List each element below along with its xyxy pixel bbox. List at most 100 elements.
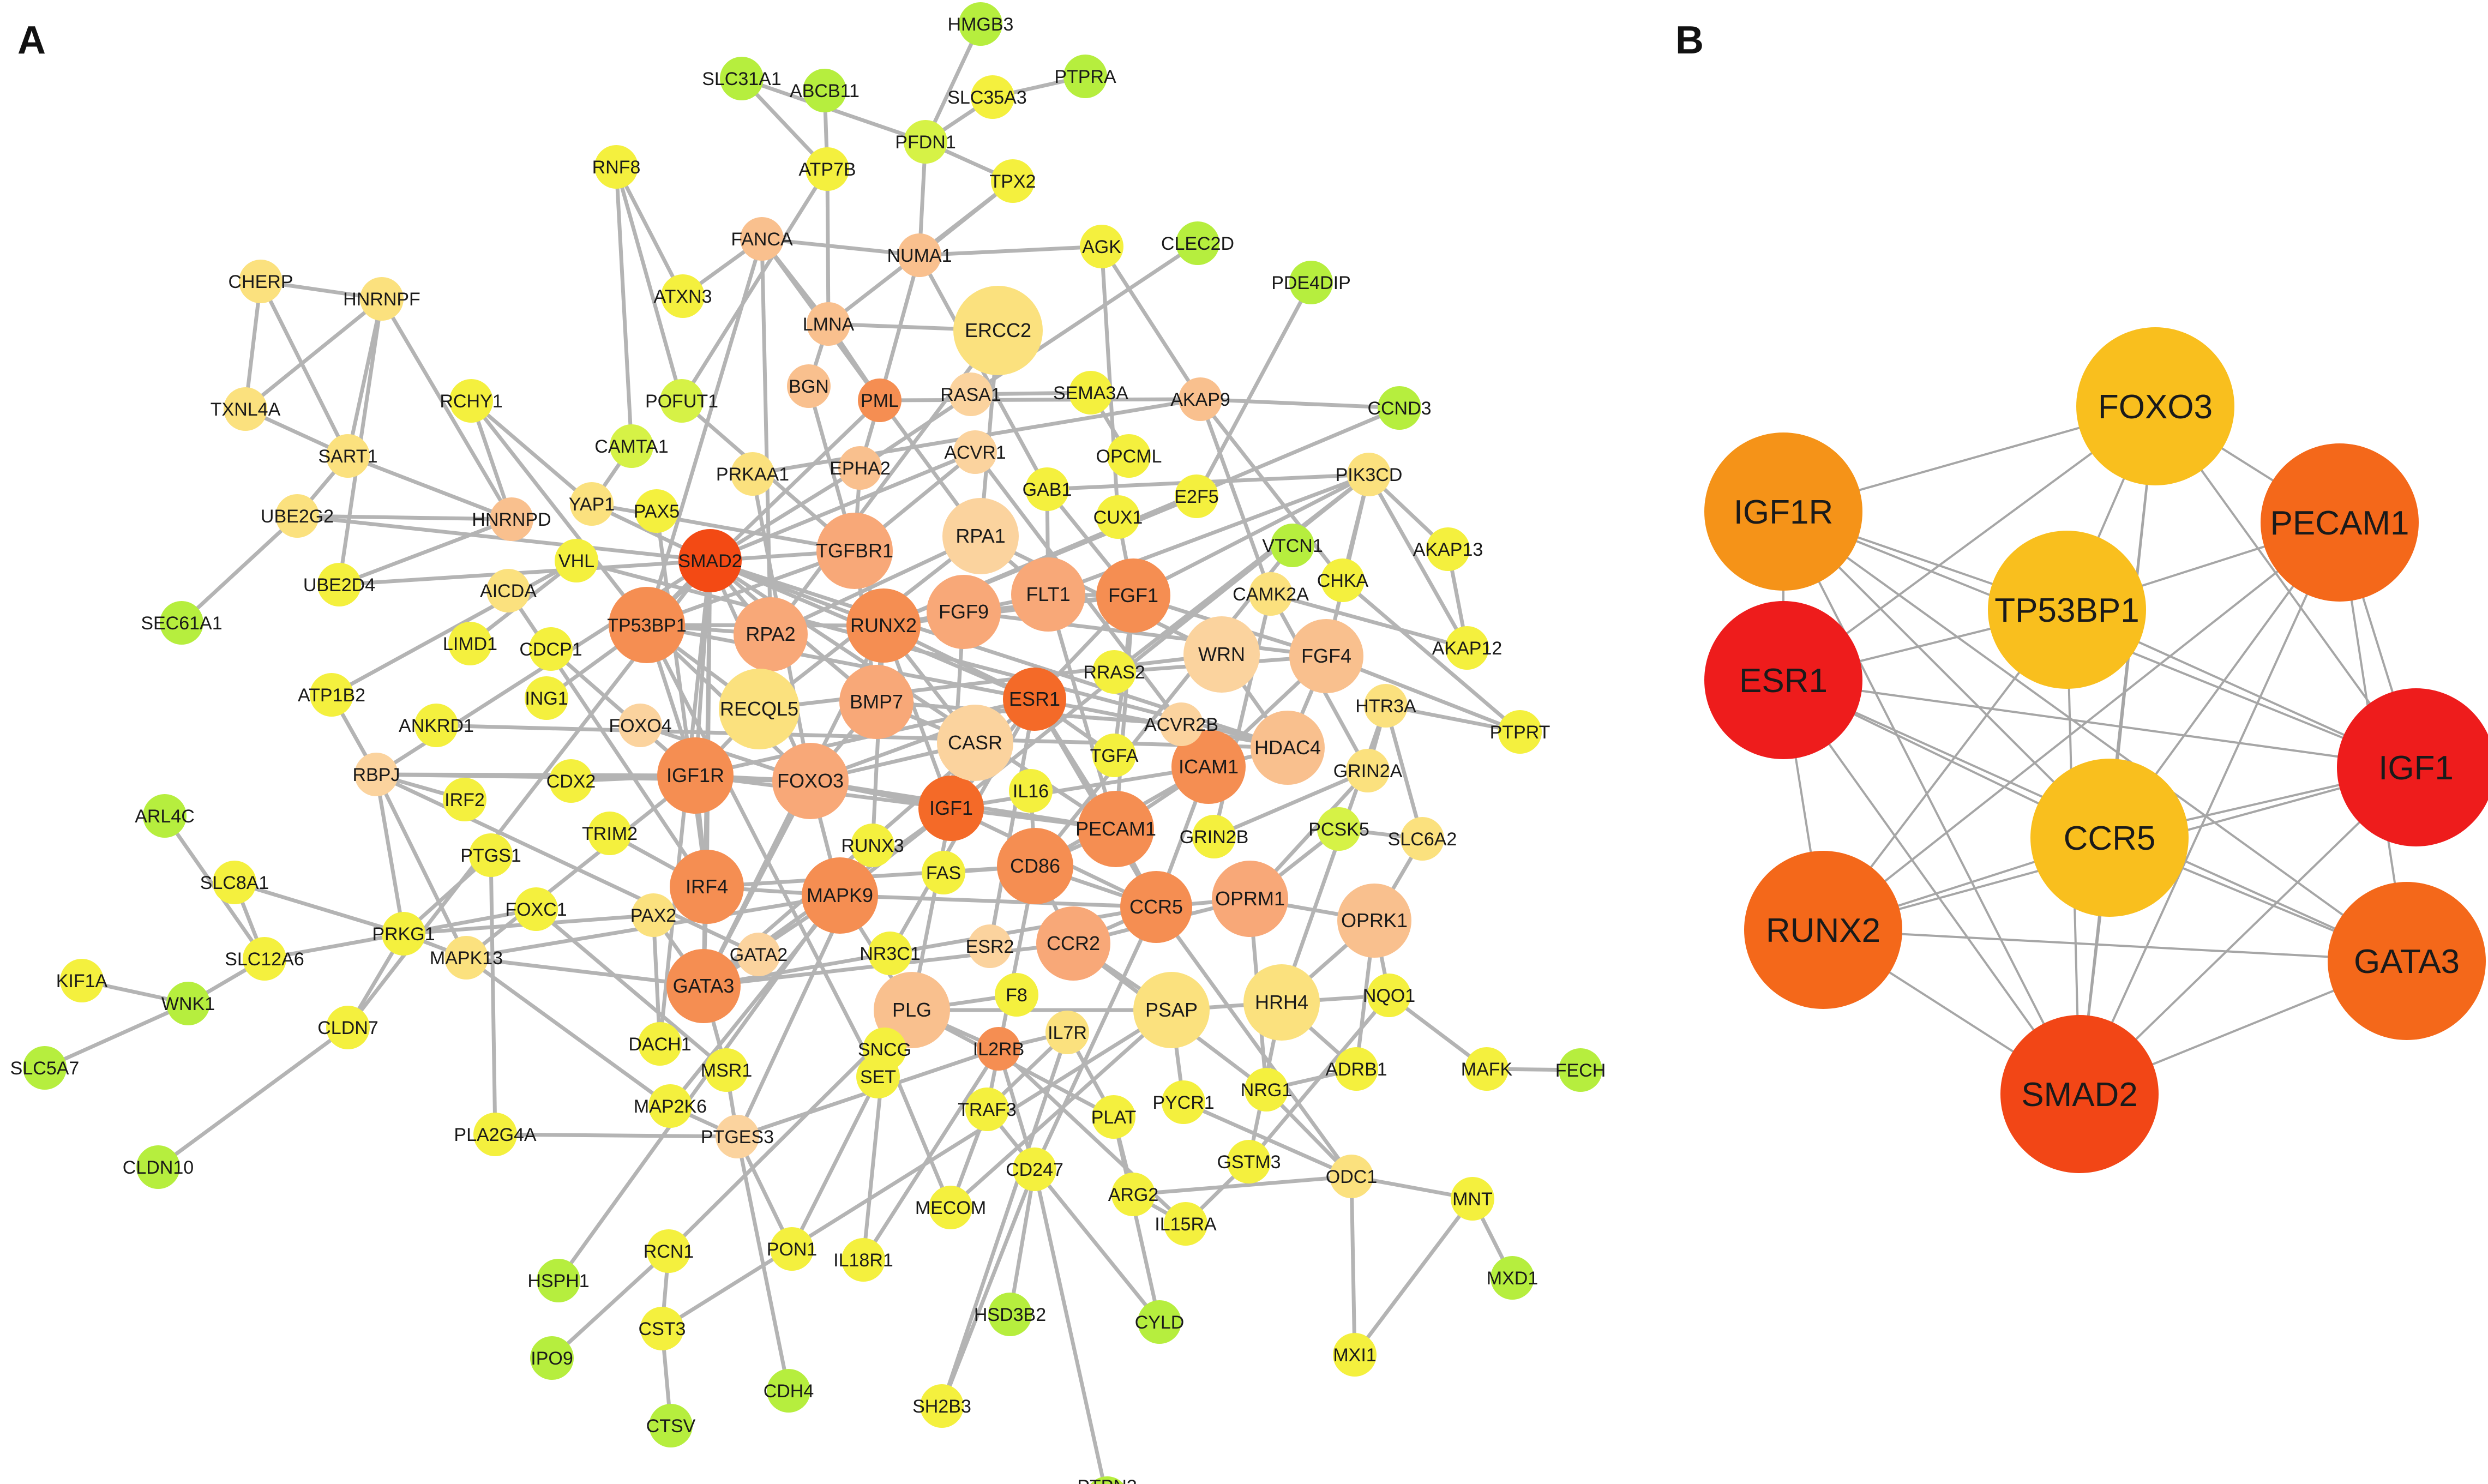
b-node-smad2-circle[interactable] [2000,1015,2159,1173]
node-wrn[interactable]: WRN [1183,616,1260,693]
b-node-smad2[interactable]: SMAD2 [2000,1015,2159,1173]
node-hsd3b2[interactable]: HSD3B2 [974,1293,1046,1336]
node-tgfa[interactable]: TGFA [1090,734,1139,777]
node-cdh4-circle[interactable] [767,1369,810,1413]
node-il16[interactable]: IL16 [1009,769,1053,813]
node-pfdn1[interactable]: PFDN1 [895,120,956,164]
node-foxo3-circle[interactable] [772,743,849,819]
node-ube2d4-circle[interactable] [317,563,361,606]
node-cd247[interactable]: CD247 [1006,1147,1063,1191]
node-pax5-circle[interactable] [635,489,678,533]
node-acvr1[interactable]: ACVR1 [944,430,1006,474]
node-icam1-circle[interactable] [1171,730,1246,804]
node-mecom[interactable]: MECOM [915,1186,986,1229]
node-trim2-circle[interactable] [588,812,632,855]
node-atp7b[interactable]: ATP7B [798,147,856,191]
node-rasa1[interactable]: RASA1 [940,372,1001,416]
node-msr1[interactable]: MSR1 [701,1048,752,1092]
node-aicda-circle[interactable] [486,569,530,612]
b-node-foxo3[interactable]: FOXO3 [2076,327,2234,485]
node-igf1-circle[interactable] [918,776,984,841]
node-rnf8-circle[interactable] [594,145,638,189]
node-rpa2[interactable]: RPA2 [734,597,808,671]
node-ptpn3[interactable]: PTPN3 [1077,1476,1137,1484]
node-sart1[interactable]: SART1 [318,434,378,478]
node-cst3[interactable]: CST3 [639,1307,686,1350]
node-e2f5-circle[interactable] [1175,474,1218,518]
node-fech[interactable]: FECH [1555,1048,1606,1092]
node-ptgs1-circle[interactable] [469,833,513,877]
b-node-foxo3-circle[interactable] [2076,327,2234,485]
node-rchy1-circle[interactable] [449,379,493,423]
node-rcn1[interactable]: RCN1 [644,1229,694,1273]
node-pml[interactable]: PML [858,378,902,422]
node-cyld[interactable]: CYLD [1135,1300,1185,1344]
node-ccr5-circle[interactable] [1120,871,1192,943]
node-cldn7-circle[interactable] [326,1006,370,1049]
node-opcml-circle[interactable] [1107,434,1151,478]
node-foxc1-circle[interactable] [514,887,558,931]
node-rpa1-circle[interactable] [942,498,1019,574]
node-fanca-circle[interactable] [740,217,784,261]
node-arg2-circle[interactable] [1111,1173,1155,1216]
node-runx2[interactable]: RUNX2 [846,588,921,663]
node-atp1b2-circle[interactable] [310,673,353,717]
node-pofut1-circle[interactable] [660,379,704,423]
node-mxd1[interactable]: MXD1 [1487,1256,1538,1300]
node-wnk1[interactable]: WNK1 [161,982,215,1025]
node-esr2[interactable]: ESR2 [966,924,1014,968]
node-il18r1[interactable]: IL18R1 [833,1238,893,1282]
node-ptpra-circle[interactable] [1063,55,1107,98]
node-foxo4-circle[interactable] [618,704,662,747]
node-ankrd1-circle[interactable] [414,704,458,747]
node-ccnd3[interactable]: CCND3 [1367,386,1432,430]
node-akap13-circle[interactable] [1426,527,1470,571]
node-akap9[interactable]: AKAP9 [1170,377,1230,421]
node-cd86[interactable]: CD86 [997,828,1073,904]
node-prkg1-circle[interactable] [382,912,425,956]
node-pla2g4a-circle[interactable] [473,1113,517,1156]
node-slc8a1[interactable]: SLC8A1 [200,861,269,904]
node-igf1r-circle[interactable] [657,737,734,814]
node-e2f5[interactable]: E2F5 [1174,474,1219,518]
node-arl4c[interactable]: ARL4C [135,794,195,838]
node-set-circle[interactable] [856,1055,900,1098]
node-psap[interactable]: PSAP [1133,972,1210,1048]
node-map2k6-circle[interactable] [648,1084,692,1128]
node-traf3-circle[interactable] [965,1088,1009,1131]
node-fgf1-circle[interactable] [1096,558,1170,633]
node-ccr5[interactable]: CCR5 [1120,871,1192,943]
node-cdcp1[interactable]: CDCP1 [519,627,582,671]
node-il15ra-circle[interactable] [1164,1202,1207,1246]
node-slc35a3[interactable]: SLC35A3 [947,75,1027,119]
node-trim2[interactable]: TRIM2 [582,812,638,855]
node-abcb11-circle[interactable] [803,69,846,112]
node-pax2-circle[interactable] [632,893,675,937]
node-sh2b3-circle[interactable] [920,1384,964,1428]
node-cdh4[interactable]: CDH4 [764,1369,814,1413]
node-icam1[interactable]: ICAM1 [1171,730,1246,804]
node-limd1-circle[interactable] [448,622,492,665]
node-gab1[interactable]: GAB1 [1023,467,1072,511]
node-agk[interactable]: AGK [1080,225,1123,268]
node-tgfbr1-circle[interactable] [816,513,893,589]
node-atxn3-circle[interactable] [661,274,705,318]
node-bmp7[interactable]: BMP7 [839,665,914,739]
node-mapk9-circle[interactable] [802,857,878,934]
node-slc8a1-circle[interactable] [213,861,256,904]
node-rpa1[interactable]: RPA1 [942,498,1019,574]
node-fas-circle[interactable] [922,851,965,894]
b-node-gata3-circle[interactable] [2328,882,2486,1040]
node-akap12[interactable]: AKAP12 [1432,626,1503,670]
node-ipo9[interactable]: IPO9 [530,1336,574,1380]
node-acvr2b[interactable]: ACVR2B [1144,702,1218,746]
node-numa1[interactable]: NUMA1 [887,233,952,277]
node-ing1-circle[interactable] [525,676,568,720]
node-hsph1-circle[interactable] [537,1259,580,1302]
node-acvr1-circle[interactable] [953,430,997,474]
node-prkg1[interactable]: PRKG1 [372,912,435,956]
node-traf3[interactable]: TRAF3 [958,1088,1017,1131]
node-grin2b-circle[interactable] [1192,815,1236,858]
node-nr3c1[interactable]: NR3C1 [860,932,921,975]
node-irf2[interactable]: IRF2 [443,778,486,821]
